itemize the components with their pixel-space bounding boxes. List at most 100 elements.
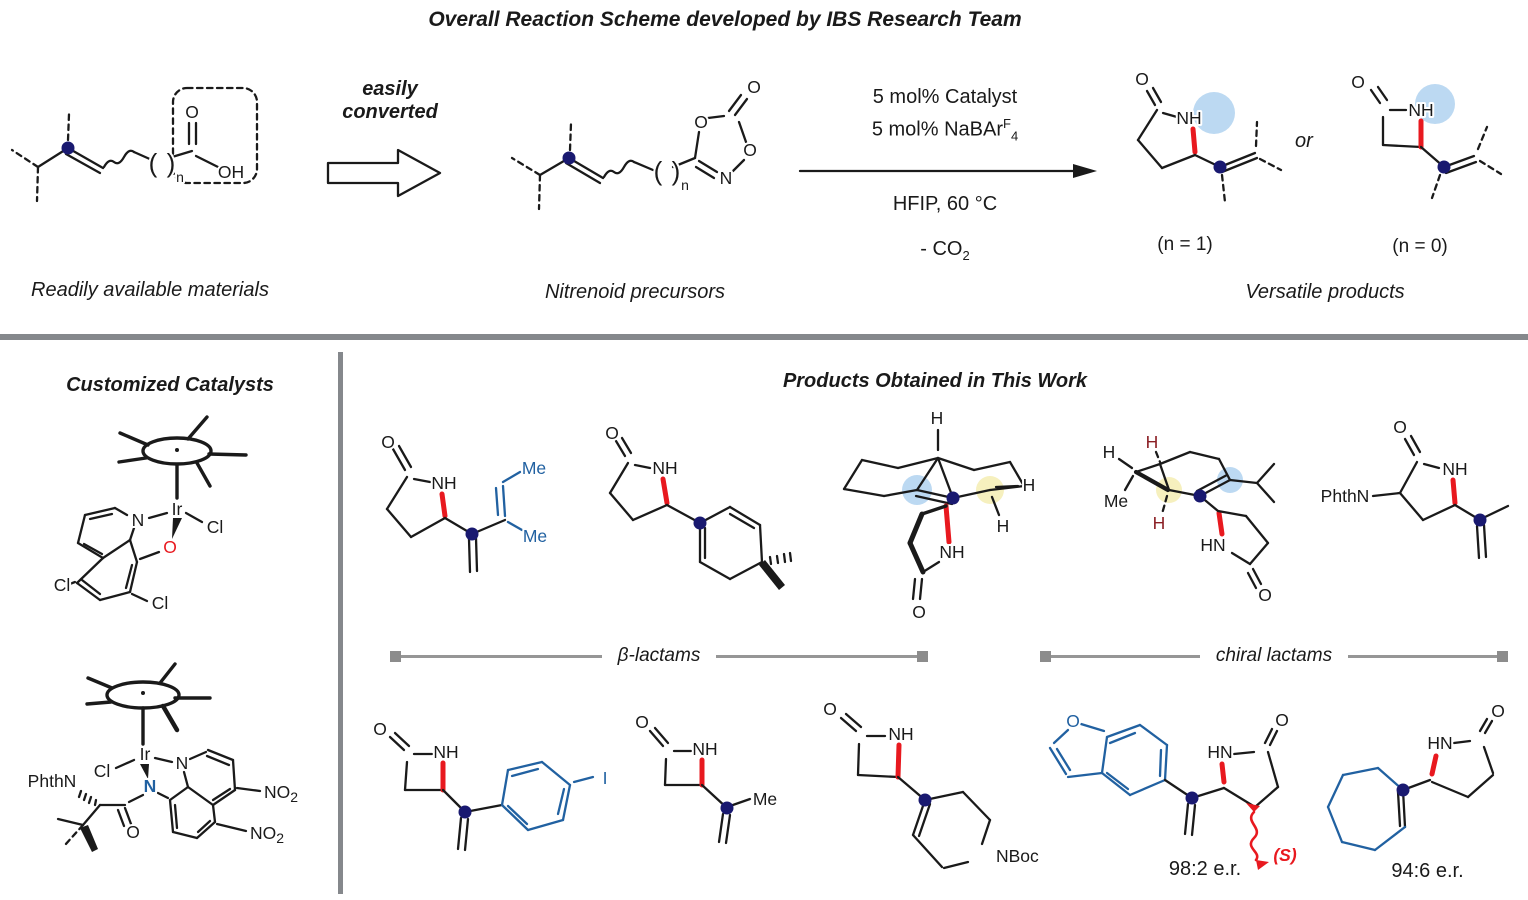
bonds (608, 436, 793, 590)
catalysts-title: Customized Catalysts (66, 374, 274, 396)
conditions-line1: 5 mol% Catalyst (872, 86, 1018, 108)
nh-label: NH (939, 542, 964, 562)
carbon-marker-dot (1185, 791, 1199, 805)
structure-isopropenyl-beta-lactam: O NH Me (633, 710, 779, 845)
cl7-label: Cl (152, 593, 169, 613)
no2-bottom-label: NO2 (250, 823, 284, 846)
nh-label: NH (1442, 459, 1467, 479)
n-label: N (132, 510, 145, 530)
ir-label: Ir (172, 499, 183, 519)
reaction-arrow (798, 164, 1097, 178)
o-label: O (823, 699, 837, 719)
no2-top-label: NO2 (264, 782, 298, 805)
ir-label: Ir (140, 744, 151, 764)
o-label: O (381, 432, 395, 452)
bonds (1326, 717, 1495, 852)
nh-label: NH (692, 739, 717, 759)
me-label: Me (753, 789, 777, 809)
structure-catalyst-2: Ir Cl N N PhthN O NO2 NO2 (26, 662, 300, 852)
structure-nitrenoid-precursor: ( ) n O O O N (510, 75, 763, 211)
or-label: or (1295, 130, 1313, 152)
structure-benzofuran-chiral-lactam: O HN O (S) (1048, 708, 1299, 870)
carbon-marker-dot (1213, 160, 1227, 174)
n-subscript: n (681, 177, 689, 193)
block-arrow-icon (326, 148, 442, 198)
structure-bicyclic-lactam: H H H NH O (842, 406, 1037, 624)
reactant-caption: Readily available materials (31, 279, 269, 301)
n-amide-label: N (144, 776, 157, 796)
o-label: O (1491, 701, 1505, 721)
ring-o2-label: O (743, 140, 757, 160)
ring-n-label: N (720, 168, 733, 188)
o-label: O (1135, 69, 1149, 89)
nh-highlight (1193, 92, 1235, 134)
subscript-2: 2 (962, 248, 970, 263)
h-top-label: H (931, 408, 944, 428)
o-label: O (912, 602, 926, 622)
structure-catalyst-1: Ir Cl N O Cl Cl (52, 415, 248, 615)
carbon-marker-dot (918, 793, 932, 807)
products-section-title: Products Obtained in This Work (782, 370, 1088, 392)
structure-nboc-piperidine-beta-lactam: O NH NBoc (821, 697, 1041, 870)
divider-endcap (390, 650, 401, 662)
squiggly-arrow (1249, 810, 1259, 862)
phthn-label: PhthN (28, 771, 77, 791)
bonds (510, 93, 749, 211)
me-label: Me (1104, 491, 1128, 511)
figure-title: Overall Reaction Scheme developed by IBS… (428, 8, 1022, 31)
bonds (65, 415, 248, 603)
nh-highlight (1415, 84, 1455, 124)
cl-label: Cl (94, 761, 111, 781)
o-label: O (126, 822, 140, 842)
o-label: O (1275, 710, 1289, 730)
o-label: O (1393, 417, 1407, 437)
carbon-marker-dot (465, 527, 479, 541)
conditions-line4: - CO2 (920, 238, 970, 263)
bonds (1117, 450, 1276, 590)
o-label: O (1258, 585, 1272, 605)
n-subscript: n (176, 169, 184, 185)
bonds (1371, 434, 1510, 560)
paren-open: ( (149, 148, 158, 178)
structure-cycloheptene-chiral-lactam: HN O (1326, 699, 1507, 852)
n-quinoline-label: N (176, 753, 189, 773)
products-caption: Versatile products (1245, 281, 1405, 303)
carbon-marker-dot (693, 516, 707, 530)
divider-endcap (917, 650, 928, 662)
h-maroon-bottom-label: H (1153, 513, 1166, 533)
o-label: O (373, 719, 387, 739)
er-value-1: 98:2 e.r. (1168, 858, 1242, 880)
convert-label: easily converted (342, 78, 438, 123)
carbon-marker-dot (1193, 489, 1207, 503)
divider-endcap (1040, 650, 1051, 662)
superscript-f: F (1002, 116, 1011, 131)
carbonyl-o-label: O (747, 77, 761, 97)
nh-label: NH (652, 458, 677, 478)
carbon-marker-dot (720, 801, 734, 815)
cl-ir-label: Cl (207, 517, 224, 537)
nh-label: NH (431, 473, 456, 493)
structure-carboxylic-acid: ( ) n O OH (10, 86, 259, 203)
me-bottom-label: Me (523, 526, 547, 546)
bonds (842, 428, 1026, 601)
iodine-label: I (603, 768, 608, 788)
structure-cyclohexadiene-lactam: O NH (603, 421, 793, 590)
beta-lactams-divider: β-lactams (390, 645, 928, 666)
horizontal-divider (0, 334, 1528, 340)
h-maroon-top-label: H (1146, 432, 1159, 452)
ring-o-label: O (694, 112, 708, 132)
vertical-divider (338, 352, 343, 894)
nh-label: NH (1176, 108, 1201, 128)
paren-close: ) (672, 156, 681, 186)
structure-iodophenyl-beta-lactam: O NH I (371, 717, 609, 852)
carbon-marker-dot (1473, 513, 1487, 527)
bonds (56, 662, 262, 852)
phthn-label: PhthN (1321, 486, 1370, 506)
o-label: O (605, 423, 619, 443)
h-right-label: H (1023, 475, 1036, 495)
bonds (10, 86, 259, 203)
carbon-marker-dot (1396, 783, 1410, 797)
cooh-dashed-box (171, 86, 259, 185)
hn-label: HN (1207, 742, 1232, 762)
er-value-2: 94:6 e.r. (1391, 860, 1464, 882)
